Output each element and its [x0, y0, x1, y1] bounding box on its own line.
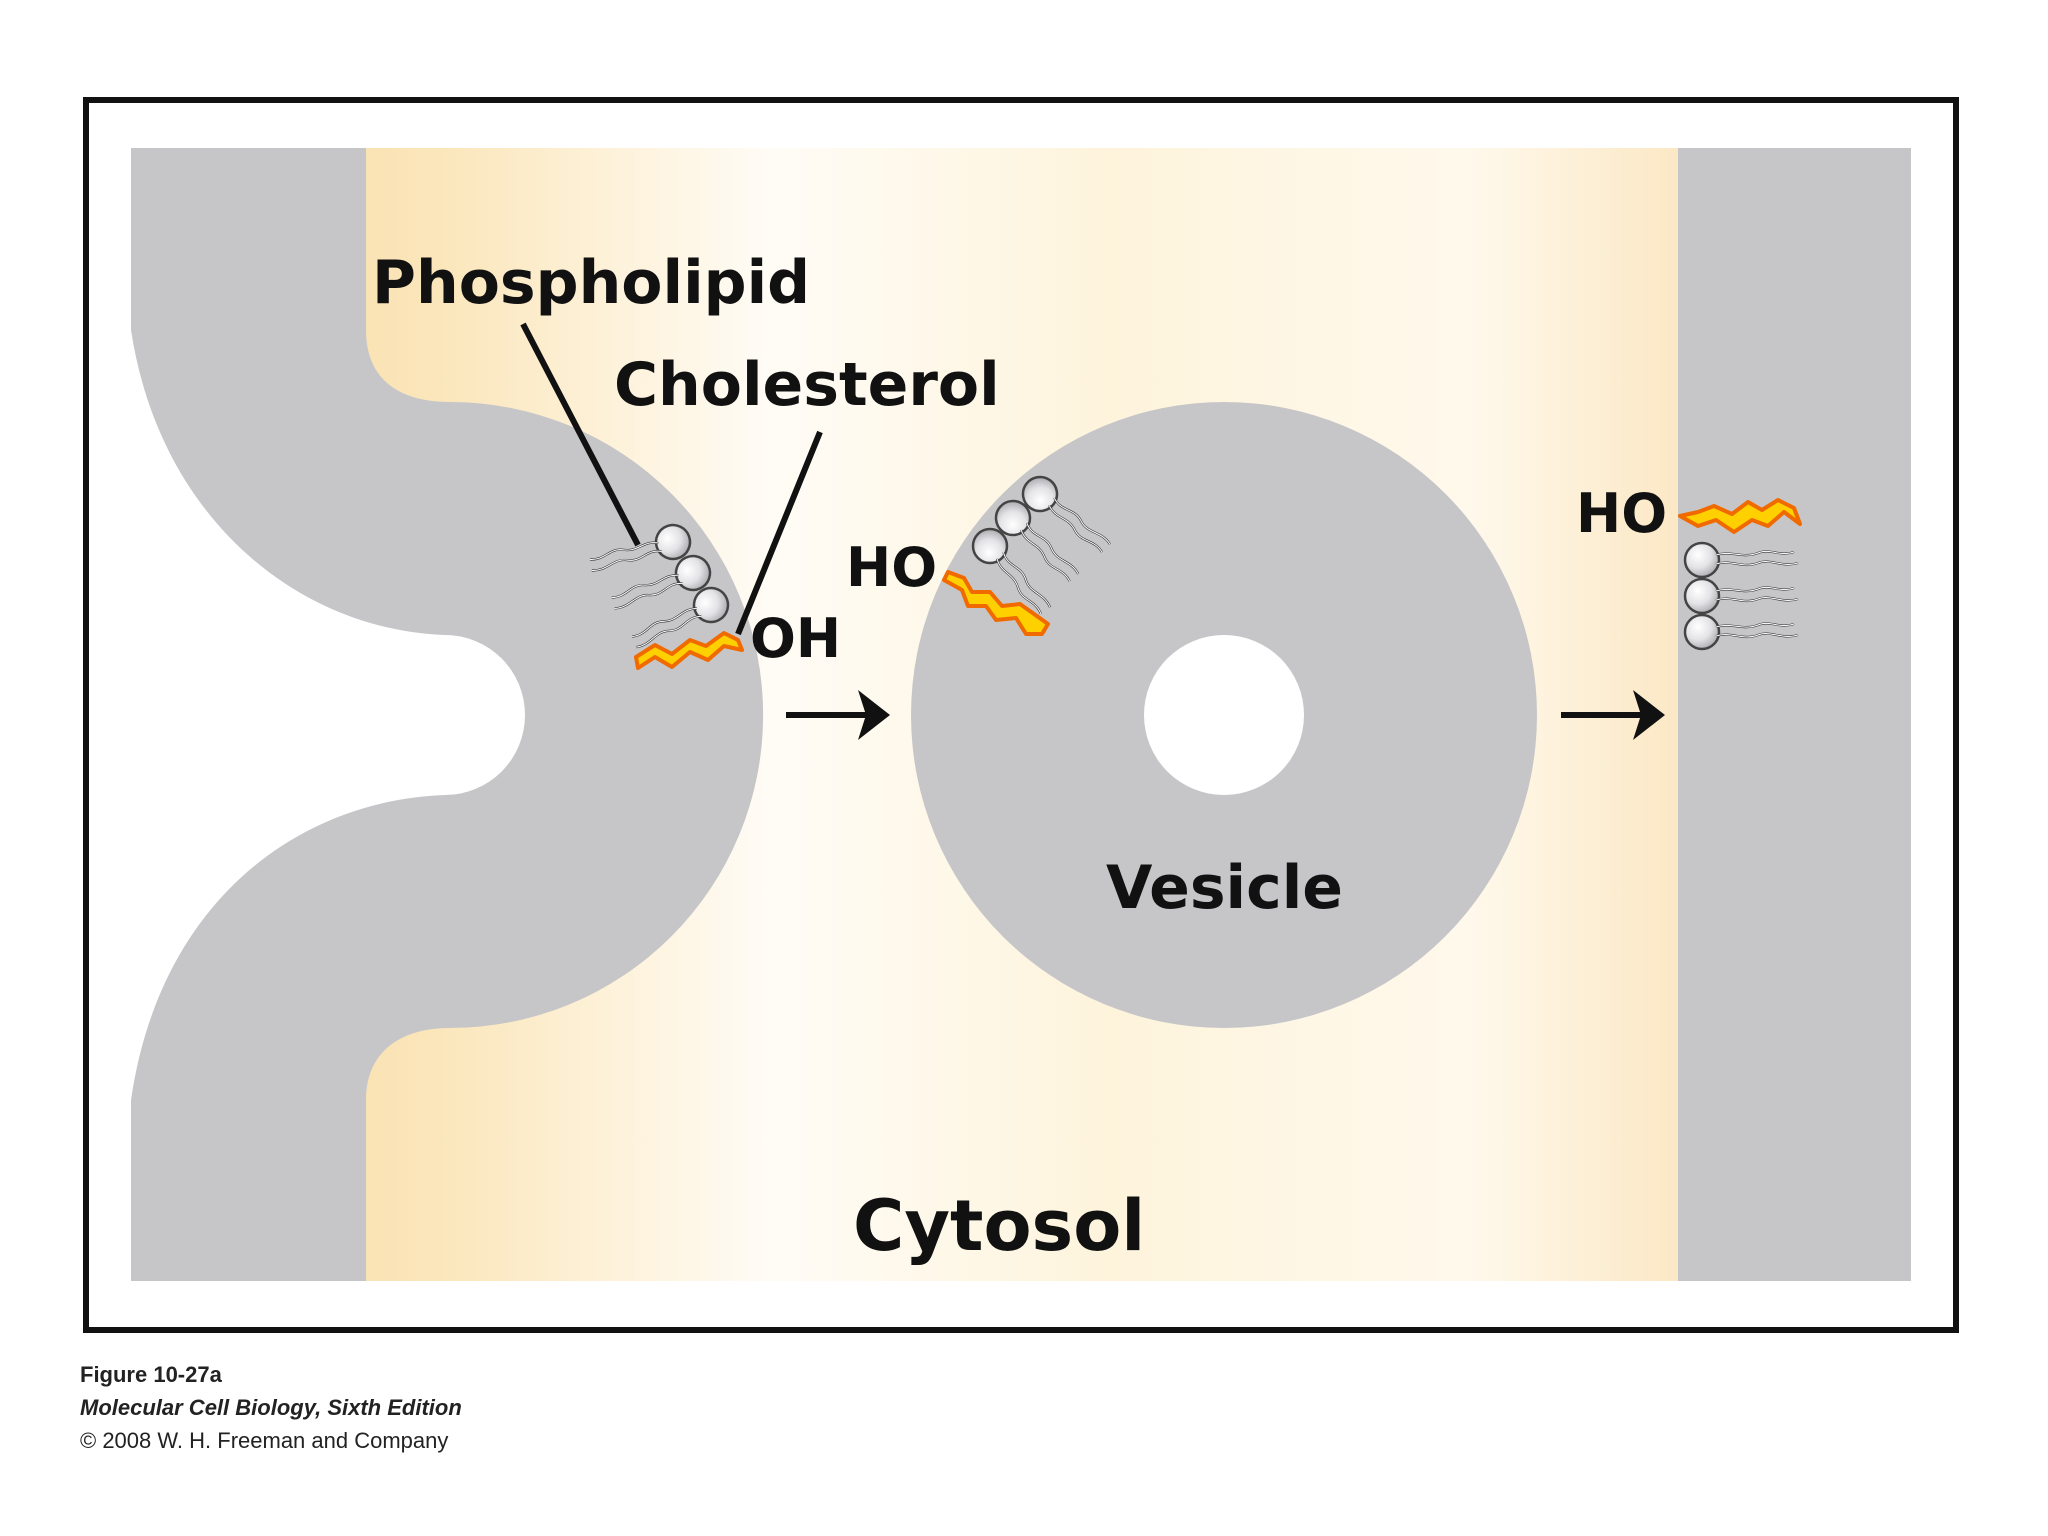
ho-label-vesicle: HO: [846, 536, 937, 599]
ho-label-membrane: HO: [1576, 482, 1667, 545]
arrow-vesicle-to-membrane: [1561, 690, 1665, 740]
figure-caption: Figure 10-27a Molecular Cell Biology, Si…: [80, 1358, 462, 1457]
cholesterol-molecule-donor: [634, 631, 744, 670]
vesicle-lumen: [1144, 635, 1304, 795]
cholesterol-leader-line: [735, 430, 823, 636]
caption-copyright: © 2008 W. H. Freeman and Company: [80, 1428, 449, 1453]
cholesterol-molecule-vesicle: [942, 570, 1050, 636]
oh-label: OH: [750, 607, 841, 670]
phospholipid-label: Phospholipid: [372, 248, 810, 318]
phospholipid-leader-line: [520, 322, 641, 547]
cholesterol-molecule-acceptor: [1678, 498, 1802, 534]
bud-lumen-indent: [131, 330, 525, 1100]
acceptor-membrane: [1678, 148, 1911, 1281]
arrow-bud-to-vesicle: [786, 690, 890, 740]
cholesterol-label: Cholesterol: [614, 350, 1000, 420]
caption-figure-number: Figure 10-27a: [80, 1362, 222, 1387]
cytosol-label: Cytosol: [853, 1185, 1145, 1267]
vesicle-label: Vesicle: [1106, 853, 1343, 923]
caption-book-title: Molecular Cell Biology, Sixth Edition: [80, 1395, 462, 1420]
